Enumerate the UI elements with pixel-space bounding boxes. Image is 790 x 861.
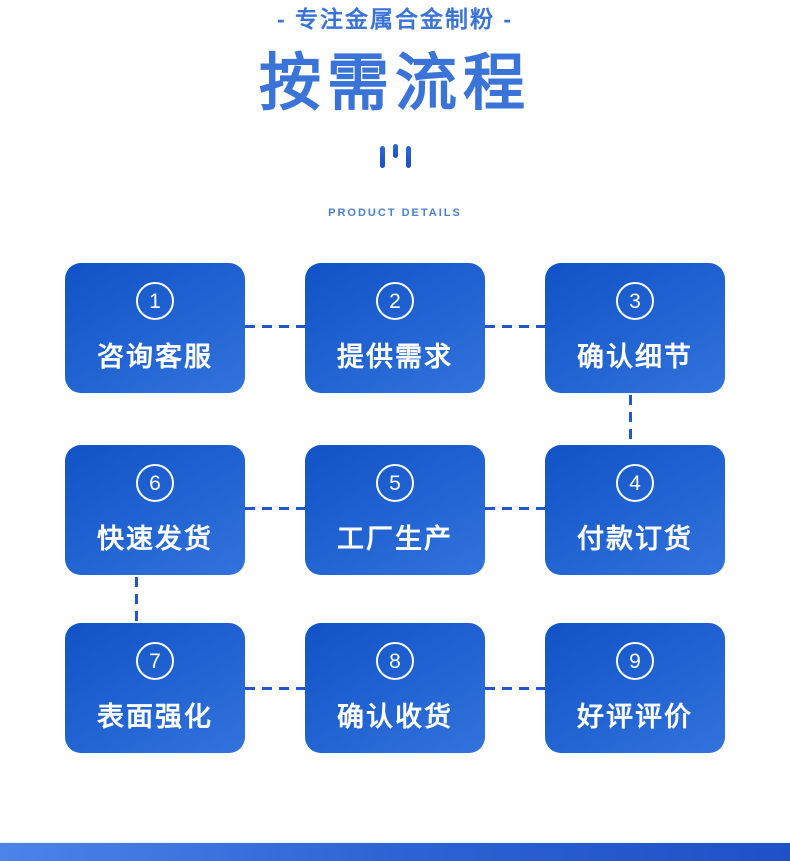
step-label: 表面强化 [97, 702, 213, 732]
step-box-8: 8 确认收货 [305, 623, 485, 753]
step-number-badge: 5 [376, 464, 414, 502]
step-label: 咨询客服 [97, 342, 213, 372]
connector-dash-7-8 [245, 687, 305, 690]
step-box-7: 7 表面强化 [65, 623, 245, 753]
step-number-badge: 6 [136, 464, 174, 502]
connector-dash-4-5 [485, 507, 545, 510]
connector-dash-1-2 [245, 325, 305, 328]
step-box-2: 2 提供需求 [305, 263, 485, 393]
bar-middle [392, 144, 398, 158]
section-subtitle: PRODUCT DETAILS [328, 207, 462, 219]
step-number: 5 [389, 471, 401, 495]
three-bars-icon [379, 144, 411, 168]
step-number-badge: 8 [376, 642, 414, 680]
connector-dash-3-4 [629, 395, 632, 443]
step-number: 1 [149, 289, 161, 313]
step-number-badge: 4 [616, 464, 654, 502]
connector-dash-6-7 [135, 577, 138, 621]
bar-left [379, 146, 385, 168]
step-number: 3 [629, 289, 641, 313]
step-label: 付款订货 [577, 524, 693, 554]
step-number-badge: 7 [136, 642, 174, 680]
step-number: 9 [629, 649, 641, 673]
step-label: 提供需求 [337, 342, 453, 372]
connector-dash-8-9 [485, 687, 545, 690]
connector-dash-2-3 [485, 325, 545, 328]
step-number-badge: 2 [376, 282, 414, 320]
step-box-9: 9 好评评价 [545, 623, 725, 753]
step-number: 8 [389, 649, 401, 673]
connector-dash-5-6 [245, 507, 305, 510]
step-number-badge: 1 [136, 282, 174, 320]
step-label: 好评评价 [577, 702, 693, 732]
step-box-3: 3 确认细节 [545, 263, 725, 393]
step-number: 4 [629, 471, 641, 495]
section-header: - 专注金属合金制粉 - 按需流程 PRODUCT DETAILS [0, 0, 790, 219]
step-number-badge: 3 [616, 282, 654, 320]
bottom-gradient-band [0, 843, 790, 861]
step-box-6: 6 快速发货 [65, 445, 245, 575]
step-number: 7 [149, 649, 161, 673]
step-label: 快速发货 [97, 524, 213, 554]
step-box-1: 1 咨询客服 [65, 263, 245, 393]
step-box-4: 4 付款订货 [545, 445, 725, 575]
step-label: 确认收货 [337, 702, 453, 732]
brand-tagline: - 专注金属合金制粉 - [276, 6, 514, 32]
step-number: 6 [149, 471, 161, 495]
step-label: 工厂生产 [337, 524, 453, 554]
step-box-5: 5 工厂生产 [305, 445, 485, 575]
page-title: 按需流程 [258, 49, 531, 118]
step-number: 2 [389, 289, 401, 313]
bar-right [405, 146, 411, 168]
step-number-badge: 9 [616, 642, 654, 680]
step-label: 确认细节 [577, 342, 693, 372]
